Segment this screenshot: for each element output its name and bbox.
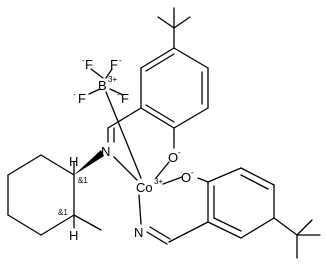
lower-tert-butyl-group (273, 217, 321, 259)
oxygen-label: O (181, 170, 191, 185)
bond (140, 107, 175, 129)
fluoride-charge: - (73, 90, 76, 99)
upper-tert-butyl-group (157, 7, 191, 49)
bond (157, 16, 175, 29)
bond (138, 194, 142, 225)
fluorine-label: F (121, 91, 129, 106)
bond (105, 68, 113, 79)
bond (162, 176, 183, 185)
bond (7, 154, 42, 176)
bond (240, 174, 269, 190)
fluoride-charge: - (117, 90, 120, 99)
bond (113, 156, 138, 181)
fluorine-label: F (110, 57, 118, 72)
bond (173, 16, 191, 29)
stereo-label: &1 (58, 208, 68, 217)
bond (40, 214, 75, 236)
boron-label: B (98, 78, 107, 93)
cobalt-charge: 3+ (154, 177, 163, 186)
upper-phenoxide-ring (107, 47, 209, 149)
bond (146, 231, 168, 245)
bond (173, 47, 209, 69)
cobalt-label: Co (136, 180, 153, 195)
bond (296, 219, 313, 236)
fluorine-label: F (85, 57, 93, 72)
wedge-bond (74, 150, 104, 175)
bond (107, 107, 142, 129)
bond (73, 214, 102, 231)
lower-imine: N (134, 221, 209, 245)
tetrafluoroborate-anion: B 3+ F - F - F - F - (73, 56, 129, 106)
bond (140, 47, 175, 69)
upper-imine: N (101, 127, 115, 159)
bond (155, 161, 170, 179)
bond (240, 217, 275, 239)
fluorine-label: F (78, 91, 86, 106)
bond (213, 217, 242, 232)
fluoride-charge: - (82, 56, 85, 65)
nitrogen-label: N (134, 225, 143, 240)
bond (109, 88, 124, 96)
oxide-charge: - (191, 168, 194, 177)
bond (207, 221, 242, 239)
cyclohexane-ring: H H &1 &1 (7, 150, 104, 243)
bond (105, 91, 142, 179)
bond (145, 53, 175, 72)
bond (149, 226, 171, 240)
stereo-label: &1 (78, 176, 88, 185)
bond (88, 88, 101, 95)
oxide-charge: - (178, 148, 181, 157)
bond (168, 221, 209, 243)
fluoride-charge: - (119, 56, 122, 65)
bond (273, 217, 298, 236)
oxygen-label: O (168, 150, 178, 165)
bond (40, 154, 75, 176)
bond (207, 167, 242, 183)
bond (90, 68, 104, 79)
hydrogen-label: H (69, 154, 78, 169)
hydrogen-label: H (69, 228, 78, 243)
bond (145, 104, 175, 123)
lower-phenoxide-ring (197, 167, 275, 239)
bond (240, 167, 275, 186)
bond (7, 214, 42, 236)
boron-charge: 3+ (108, 75, 117, 84)
nitrogen-label: N (101, 144, 110, 159)
bond (173, 107, 209, 129)
bond (197, 177, 209, 183)
cobalt-centre: Co 3+ (105, 91, 183, 225)
